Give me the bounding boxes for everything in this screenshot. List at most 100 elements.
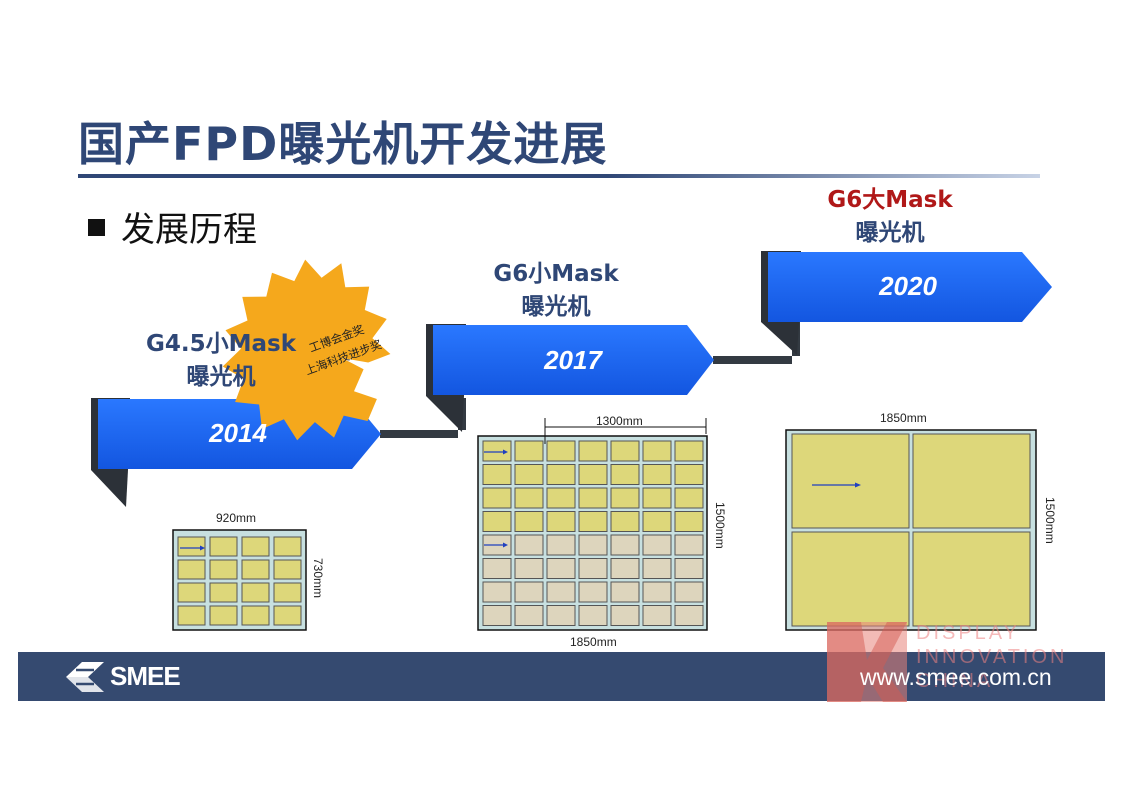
panel: [642, 440, 672, 462]
dim-g45-height: 730mm: [311, 558, 325, 599]
panel: [912, 433, 1031, 529]
arrow-head-icon: [200, 545, 205, 551]
panel: [482, 440, 512, 462]
panel: [514, 440, 544, 462]
panel: [674, 464, 704, 485]
panel: [209, 605, 238, 626]
panel: [546, 511, 576, 532]
panel: [209, 559, 238, 580]
banner-2020: [768, 252, 1052, 322]
panel: [610, 511, 640, 532]
arrow-head-icon: [855, 482, 861, 488]
dim-g6s-field: 1300mm: [596, 414, 643, 428]
panel: [177, 582, 206, 603]
panel: [273, 605, 302, 626]
year-2017: 2017: [544, 345, 602, 375]
award-starburst-icon: [222, 259, 391, 441]
arrow-head-icon: [503, 449, 508, 455]
panel: [642, 487, 672, 509]
panel: [514, 487, 544, 509]
panel: [610, 487, 640, 509]
panel: [177, 605, 206, 626]
footer-logo-text: SMEE: [110, 661, 181, 691]
mask-g6s-panels: [482, 440, 704, 626]
panel: [674, 534, 704, 556]
panel: [578, 511, 608, 532]
panel: [674, 487, 704, 509]
panel: [241, 605, 270, 626]
smee-logo-icon: [66, 662, 104, 692]
panel: [642, 511, 672, 532]
milestone-label-2014: G4.5小Mask 曝光机: [136, 328, 306, 394]
panel: [273, 559, 302, 580]
panel: [482, 511, 512, 532]
panel: [273, 536, 302, 557]
panel: [241, 559, 270, 580]
panel: [546, 440, 576, 462]
milestone-name: G6小Mask: [493, 261, 619, 287]
panel: [912, 531, 1031, 627]
panel: [546, 605, 576, 626]
panel: [642, 605, 672, 626]
panel: [482, 464, 512, 485]
panel: [578, 581, 608, 603]
panel: [514, 581, 544, 603]
connector-2014-2017: [380, 398, 466, 438]
panel: [610, 605, 640, 626]
panel: [642, 464, 672, 485]
panel: [642, 558, 672, 579]
panel: [514, 605, 544, 626]
year-2014: 2014: [209, 418, 267, 448]
dim-g6s-height: 1500mm: [713, 502, 727, 549]
footer-bar: [18, 652, 1105, 701]
panel: [610, 534, 640, 556]
panel: [642, 534, 672, 556]
milestone-name: G6大Mask: [827, 187, 953, 213]
banner-2017: [433, 325, 714, 395]
panel: [674, 581, 704, 603]
footer-url[interactable]: www.smee.com.cn: [860, 664, 1052, 690]
panel: [177, 559, 206, 580]
panel: [209, 582, 238, 603]
panel: [610, 581, 640, 603]
panel: [241, 582, 270, 603]
watermark-line-1: DISPLAY: [916, 622, 1020, 644]
panel: [546, 464, 576, 485]
panel: [610, 440, 640, 462]
panel: [482, 487, 512, 509]
milestone-subtitle: 曝光机: [186, 364, 256, 390]
panel: [610, 558, 640, 579]
dim-g45-width: 920mm: [216, 511, 257, 525]
panel: [578, 558, 608, 579]
milestone-name: G4.5小Mask: [145, 331, 297, 357]
watermark-logo-icon: [827, 622, 907, 702]
panel: [482, 558, 512, 579]
title-divider: [78, 174, 1040, 178]
page-title: 国产FPD曝光机开发进展: [78, 117, 608, 171]
panel: [791, 433, 910, 529]
bullet-square-icon: [88, 219, 105, 236]
section-heading: 发展历程: [88, 202, 257, 251]
milestone-subtitle: 曝光机: [855, 220, 925, 246]
dim-g6l-height: 1500mm: [1043, 497, 1057, 544]
panel: [578, 464, 608, 485]
year-2020: 2020: [879, 271, 937, 301]
milestone-subtitle: 曝光机: [521, 294, 591, 320]
arrow-head-icon: [503, 542, 508, 548]
panel: [546, 581, 576, 603]
panel: [578, 440, 608, 462]
milestone-label-2017: G6小Mask 曝光机: [476, 258, 636, 324]
section-heading-text: 发展历程: [121, 210, 257, 250]
panel: [546, 558, 576, 579]
panel: [177, 536, 206, 557]
panel: [514, 534, 544, 556]
panel: [482, 605, 512, 626]
panel: [674, 440, 704, 462]
watermark-line-2: INNOVATION: [916, 646, 1068, 668]
panel: [482, 581, 512, 603]
panel: [209, 536, 238, 557]
panel: [514, 511, 544, 532]
panel: [514, 558, 544, 579]
